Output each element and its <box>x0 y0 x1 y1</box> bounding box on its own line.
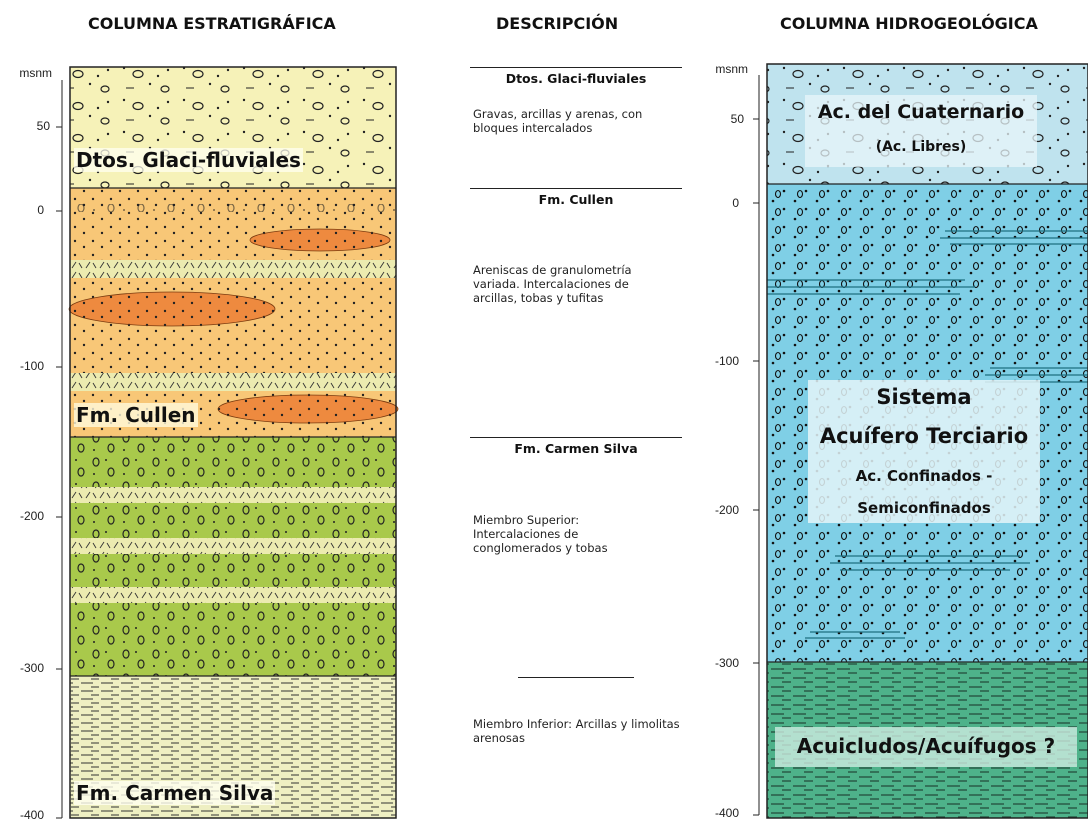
description-divider-4 <box>518 677 634 678</box>
acuifero-terciario-label: Acuífero Terciario <box>819 424 1029 448</box>
right-tick-minus-400: -400 <box>714 806 739 820</box>
right-tick-minus-300: -300 <box>714 656 739 670</box>
semiconfinados-label: Semiconfinados <box>857 499 991 517</box>
right-tick-minus-200: -200 <box>714 503 739 517</box>
glaci-fluviales-label: Dtos. Glaci-fluviales <box>74 148 303 172</box>
description-text-carmen-superior: Miembro Superior: Intercalaciones de con… <box>473 513 608 555</box>
description-title-carmen: Fm. Carmen Silva <box>514 441 638 456</box>
description-header: DESCRIPCIÓN <box>496 14 619 33</box>
cullen-label: Fm. Cullen <box>74 403 198 427</box>
right-tick-0: 0 <box>732 196 739 210</box>
acuicludos-label: Acuicludos/Acuífugos ? <box>796 734 1056 758</box>
left-tick-minus-100: -100 <box>19 359 44 373</box>
right-tick-minus-100: -100 <box>714 354 739 368</box>
left-tick-0: 0 <box>37 203 44 217</box>
left-tick-minus-400: -400 <box>19 808 44 822</box>
description-divider-2 <box>470 188 682 189</box>
left-tick-50: 50 <box>36 119 50 133</box>
stratigraphic-column-header: COLUMNA ESTRATIGRÁFICA <box>88 14 336 33</box>
description-title-glaci: Dtos. Glaci-fluviales <box>505 71 647 86</box>
hydrogeologic-column <box>766 63 1088 819</box>
sistema-label: Sistema <box>876 385 972 409</box>
left-depth-axis <box>56 80 63 819</box>
description-text-carmen-inferior: Miembro Inferior: Arcillas y limolitas a… <box>473 717 680 745</box>
left-axis-unit: msnm <box>19 66 52 80</box>
hydrogeologic-column-header: COLUMNA HIDROGEOLÓGICA <box>780 14 1038 33</box>
left-tick-minus-200: -200 <box>19 509 44 523</box>
description-text-glaci: Gravas, arcillas y arenas, con bloques i… <box>473 107 643 135</box>
description-title-cullen: Fm. Cullen <box>538 192 614 207</box>
right-tick-50: 50 <box>730 112 744 126</box>
right-depth-axis <box>753 75 760 816</box>
acuiferos-libres-label: (Ac. Libres) <box>875 139 967 155</box>
left-tick-minus-300: -300 <box>19 661 44 675</box>
cuaternario-label: Ac. del Cuaternario <box>817 101 1025 123</box>
stratigraphic-column <box>68 66 399 819</box>
description-divider-1 <box>470 67 682 68</box>
confinados-label: Ac. Confinados - <box>855 467 993 485</box>
description-text-cullen: Areniscas de granulometría variada. Inte… <box>473 263 632 305</box>
carmen-silva-label: Fm. Carmen Silva <box>74 781 276 805</box>
description-divider-3 <box>470 437 682 438</box>
right-axis-unit: msnm <box>715 62 748 76</box>
